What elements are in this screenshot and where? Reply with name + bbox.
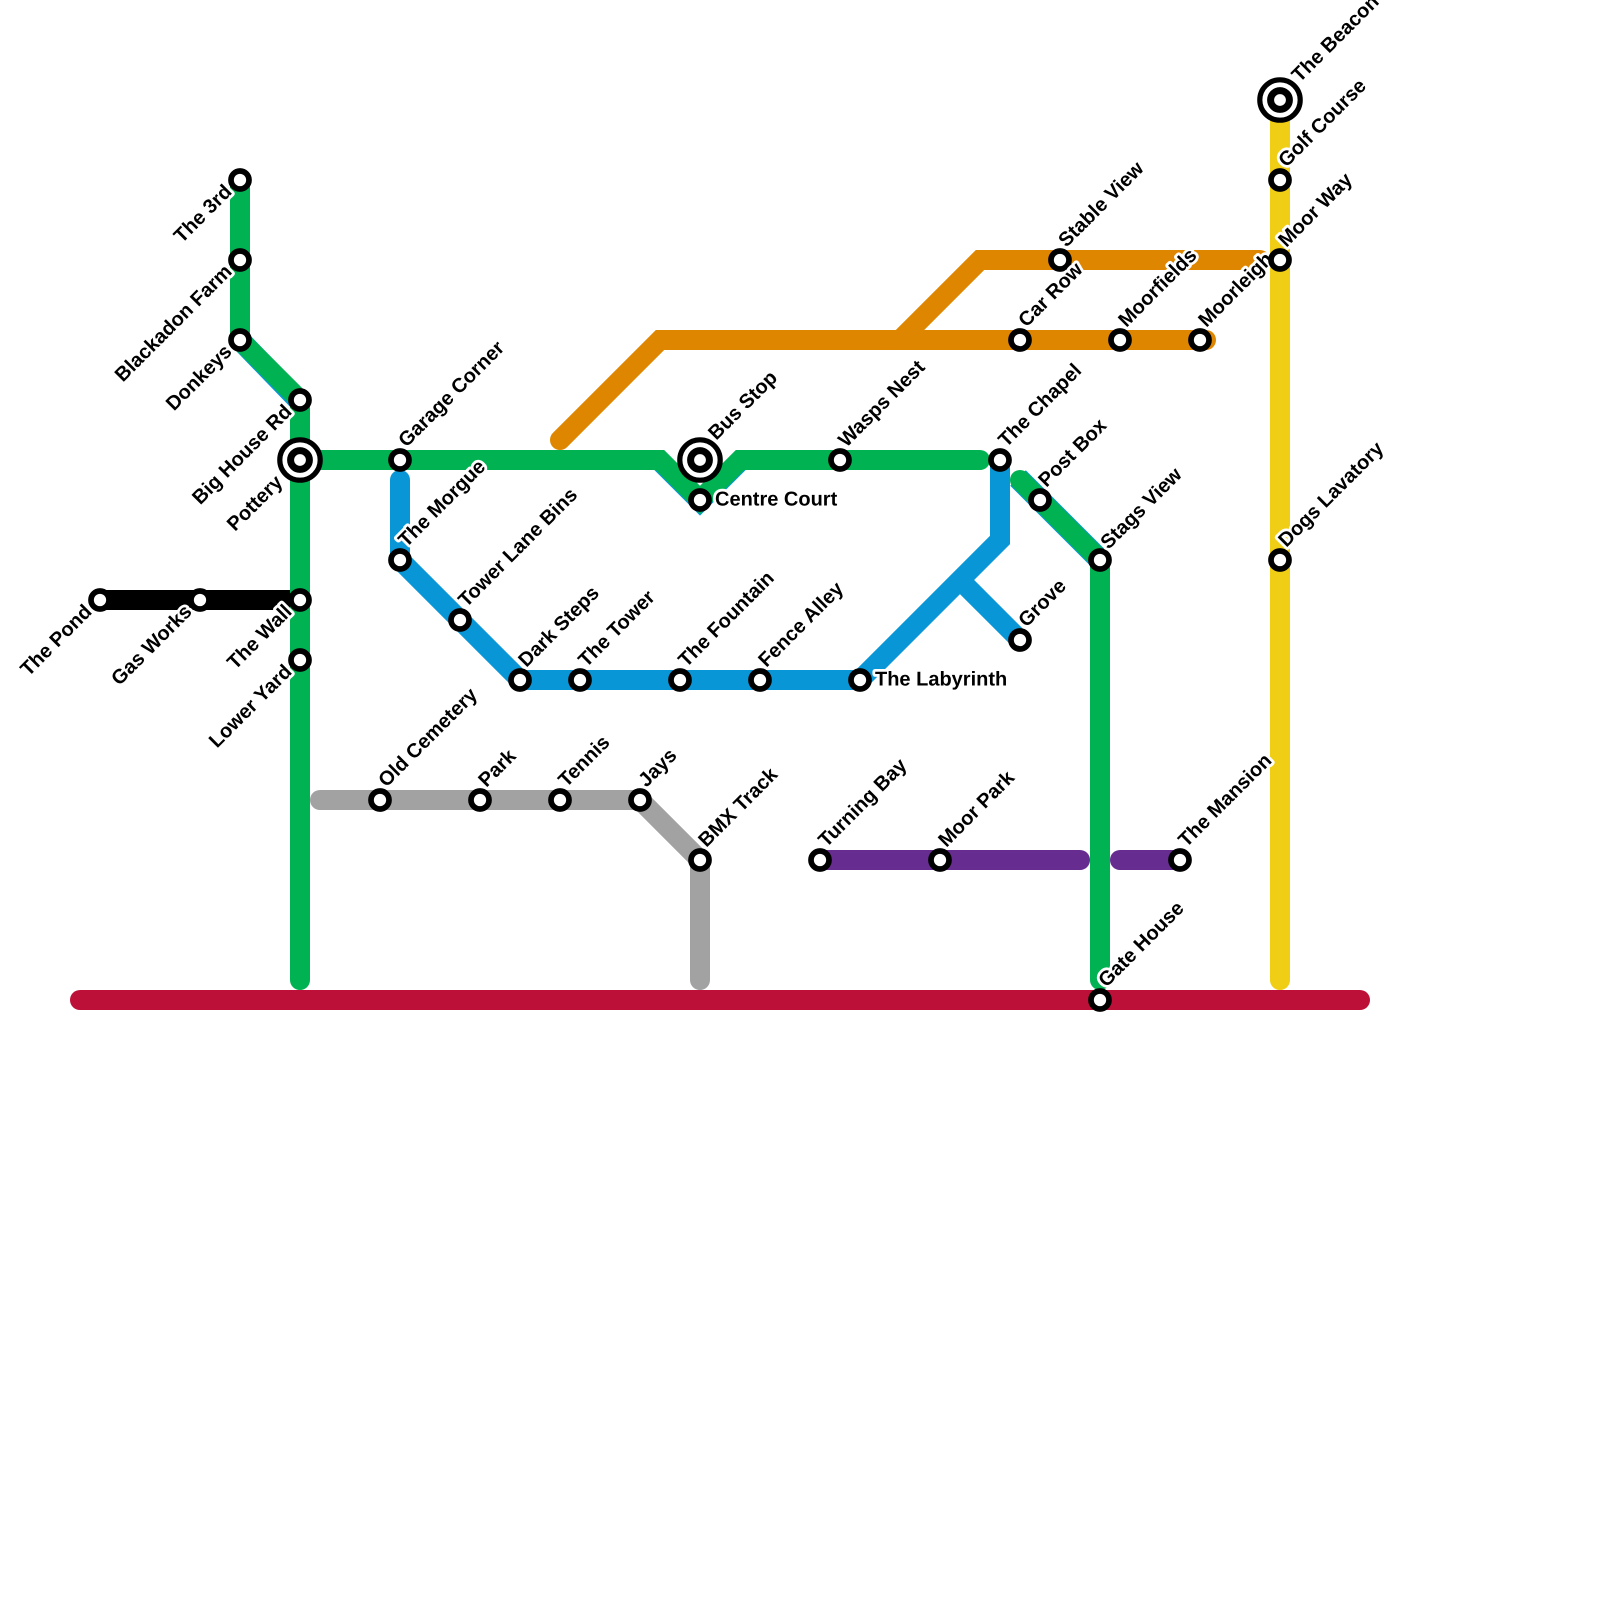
svg-text:The Labyrinth: The Labyrinth — [875, 668, 1007, 690]
svg-text:Centre Court: Centre Court — [715, 488, 838, 510]
